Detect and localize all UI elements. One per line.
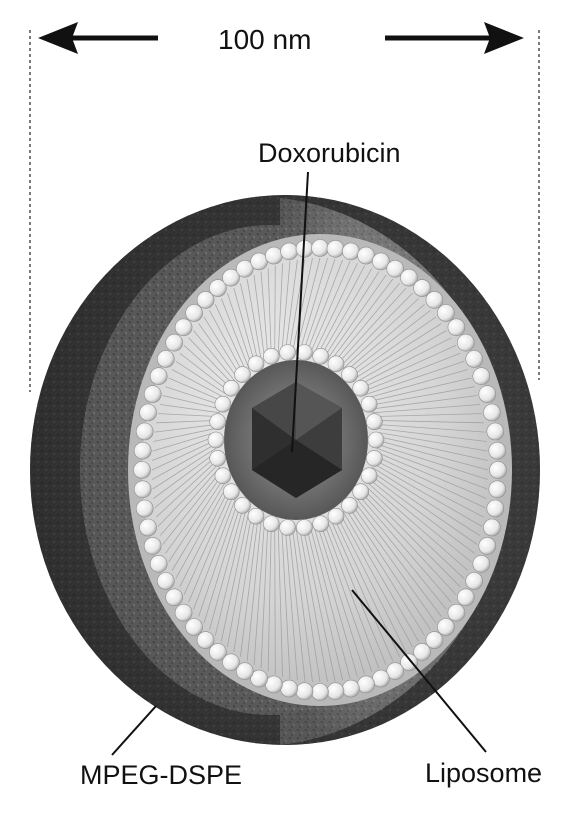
lipid-head-bead xyxy=(280,520,296,536)
lipid-head-bead xyxy=(327,240,344,257)
lipid-head-bead xyxy=(251,253,268,270)
lipid-head-bead xyxy=(235,367,251,383)
lipid-head-bead xyxy=(448,604,465,621)
lipid-head-bead xyxy=(487,500,504,517)
lipid-head-bead xyxy=(479,386,496,403)
lipid-head-bead xyxy=(437,305,454,322)
scale-arrow-left xyxy=(38,22,158,54)
doxorubicin-label: Doxorubicin xyxy=(258,140,401,167)
lipid-head-bead xyxy=(312,240,329,257)
lipid-head-bead xyxy=(437,619,454,636)
lipid-head-bead xyxy=(210,450,226,466)
lipid-head-bead xyxy=(353,380,369,396)
lipid-head-bead xyxy=(342,367,358,383)
lipid-head-bead xyxy=(157,573,174,590)
lipid-head-bead xyxy=(372,670,389,687)
lipid-head-bead xyxy=(296,520,312,536)
lipid-head-bead xyxy=(457,334,474,351)
lipid-head-bead xyxy=(134,481,151,498)
lipid-head-bead xyxy=(483,404,500,421)
lipid-head-bead xyxy=(215,468,231,484)
lipid-head-bead xyxy=(361,468,377,484)
lipid-head-bead xyxy=(175,319,192,336)
lipid-head-bead xyxy=(366,414,382,430)
lipid-head-bead xyxy=(327,683,344,700)
scale-arrow-right xyxy=(385,22,524,54)
lipid-head-bead xyxy=(473,368,490,385)
lipid-head-bead xyxy=(426,291,443,308)
lipid-head-bead xyxy=(263,348,279,364)
lipid-head-bead xyxy=(186,305,203,322)
lipid-head-bead xyxy=(215,396,231,412)
lipid-head-bead xyxy=(353,484,369,500)
lipid-head-bead xyxy=(466,573,483,590)
lipid-head-bead xyxy=(483,519,500,536)
pointer-mpeg-dspe xyxy=(112,706,156,755)
lipid-head-bead xyxy=(466,351,483,368)
lipid-head-bead xyxy=(166,589,183,606)
lipid-head-bead xyxy=(157,351,174,368)
lipid-head-bead xyxy=(479,537,496,554)
lipid-head-bead xyxy=(223,380,239,396)
lipid-head-bead xyxy=(235,497,251,513)
lipid-head-bead xyxy=(140,519,157,536)
lipid-head-bead xyxy=(136,423,153,440)
lipid-head-bead xyxy=(210,414,226,430)
lipid-head-bead xyxy=(186,619,203,636)
lipid-head-bead xyxy=(263,516,279,532)
lipid-head-bead xyxy=(366,450,382,466)
lipid-head-bead xyxy=(489,442,506,459)
scale-label: 100 nm xyxy=(218,26,311,54)
lipid-head-bead xyxy=(136,500,153,517)
lipid-head-bead xyxy=(296,683,313,700)
lipid-head-bead xyxy=(144,386,161,403)
lipid-head-bead xyxy=(144,537,161,554)
lipid-head-bead xyxy=(175,604,192,621)
lipid-head-bead xyxy=(150,555,167,572)
lipid-head-bead xyxy=(342,680,359,697)
lipid-head-bead xyxy=(166,334,183,351)
lipid-head-bead xyxy=(473,555,490,572)
lipid-head-bead xyxy=(457,589,474,606)
lipid-head-bead xyxy=(448,319,465,336)
lipid-head-bead xyxy=(342,497,358,513)
lipid-head-bead xyxy=(313,348,329,364)
lipid-head-bead xyxy=(312,684,329,701)
lipid-head-bead xyxy=(489,481,506,498)
lipid-head-bead xyxy=(248,356,264,372)
liposome-label: Liposome xyxy=(425,760,542,787)
lipid-head-bead xyxy=(358,247,375,264)
lipid-head-bead xyxy=(342,243,359,260)
lipid-head-bead xyxy=(140,404,157,421)
lipid-head-bead xyxy=(328,508,344,524)
lipid-head-bead xyxy=(313,516,329,532)
lipid-head-bead xyxy=(487,423,504,440)
lipid-head-bead xyxy=(280,345,296,361)
lipid-head-bead xyxy=(368,432,384,448)
lipid-head-bead xyxy=(134,462,151,479)
lipid-head-bead xyxy=(281,680,298,697)
lipid-head-bead xyxy=(265,247,282,264)
lipid-head-bead xyxy=(223,484,239,500)
lipid-head-bead xyxy=(328,356,344,372)
lipid-head-bead xyxy=(150,368,167,385)
lipid-head-bead xyxy=(197,632,214,649)
lipid-head-bead xyxy=(134,442,151,459)
lipid-head-bead xyxy=(265,676,282,693)
mpeg-dspe-label: MPEG-DSPE xyxy=(80,762,242,789)
lipid-head-bead xyxy=(358,676,375,693)
lipid-head-bead xyxy=(490,462,507,479)
lipid-head-bead xyxy=(208,432,224,448)
lipid-head-bead xyxy=(361,396,377,412)
lipid-head-bead xyxy=(281,243,298,260)
lipid-head-bead xyxy=(248,508,264,524)
